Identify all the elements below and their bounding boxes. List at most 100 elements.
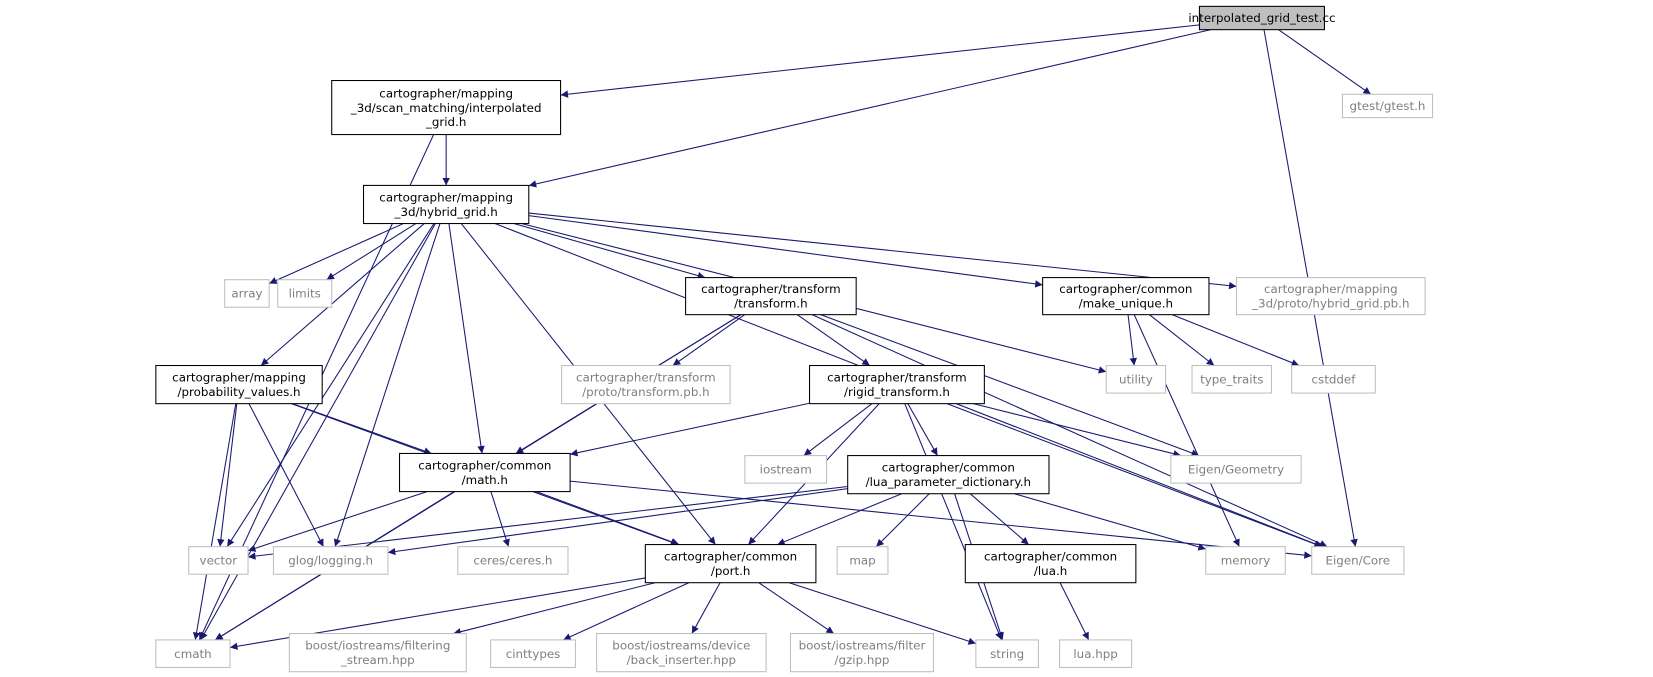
edge-hgrid-to-hgridpb xyxy=(528,212,1237,290)
node-hgrid[interactable]: cartographer/mapping_3d/hybrid_grid.h xyxy=(362,184,530,225)
node-eigencore[interactable]: Eigen/Core xyxy=(1311,546,1405,575)
node-label: ceres/ceres.h xyxy=(473,554,552,568)
node-igrid[interactable]: cartographer/mapping_3d/scan_matching/in… xyxy=(331,79,562,136)
node-box xyxy=(1105,364,1167,394)
node-label: /transform.h xyxy=(734,297,807,311)
node-label: cinttypes xyxy=(506,647,561,661)
node-label: _3d/hybrid_grid.h xyxy=(394,205,498,219)
edge-make_unique-to-type_traits xyxy=(1149,314,1215,366)
node-label: boost/iostreams/filter xyxy=(799,639,926,653)
node-label: boost/iostreams/device xyxy=(612,639,750,653)
node-limits[interactable]: limits xyxy=(277,279,333,308)
node-rigid[interactable]: cartographer/transform/rigid_transform.h xyxy=(809,364,985,405)
node-transformpb[interactable]: cartographer/transform/proto/transform.p… xyxy=(561,364,731,405)
node-eigengeo[interactable]: Eigen/Geometry xyxy=(1170,455,1302,484)
edge-rigid-to-eigencore xyxy=(946,403,1322,548)
node-utility[interactable]: utility xyxy=(1105,364,1167,394)
node-cmath[interactable]: cmath xyxy=(155,639,231,668)
edge-prob-to-cmath xyxy=(192,403,237,641)
node-ceres[interactable]: ceres/ceres.h xyxy=(457,546,569,575)
node-box xyxy=(1291,364,1376,394)
node-box xyxy=(1170,455,1302,484)
edge-hgrid-to-math xyxy=(448,223,485,454)
node-box xyxy=(964,544,1137,584)
edge-port-to-filtering xyxy=(453,582,656,636)
edge-luadict-to-lua xyxy=(969,493,1030,545)
node-label: boost/iostreams/filtering xyxy=(305,639,450,653)
node-luahpp[interactable]: lua.hpp xyxy=(1059,639,1133,668)
node-box xyxy=(1235,277,1426,316)
edge-hgrid-to-transform xyxy=(513,223,706,280)
node-test[interactable]: interpolated_grid_test.cc xyxy=(1188,5,1336,31)
edge-hgrid-to-array xyxy=(269,223,404,285)
node-label: cartographer/mapping xyxy=(1264,282,1398,296)
edge-transform-to-transformpb xyxy=(672,314,745,366)
node-box xyxy=(1341,93,1434,119)
node-make-unique[interactable]: cartographer/common/make_unique.h xyxy=(1042,277,1210,316)
edge-port-to-gzip xyxy=(758,582,835,635)
node-cstddef[interactable]: cstddef xyxy=(1291,364,1376,394)
node-box xyxy=(1198,5,1325,31)
node-memory[interactable]: memory xyxy=(1205,546,1286,575)
node-label: cartographer/common xyxy=(1059,282,1192,296)
node-label: map xyxy=(849,554,875,568)
node-box xyxy=(1042,277,1210,316)
node-label: /rigid_transform.h xyxy=(844,385,950,399)
edge-luadict-to-glog xyxy=(387,488,848,556)
node-box xyxy=(188,546,249,575)
node-prob[interactable]: cartographer/mapping/probability_values.… xyxy=(155,364,323,405)
edge-math-to-vector xyxy=(247,491,428,552)
node-type-traits[interactable]: type_traits xyxy=(1191,364,1273,394)
node-backins[interactable]: boost/iostreams/device/back_inserter.hpp xyxy=(596,633,767,673)
node-box xyxy=(155,364,323,405)
edge-hgrid-to-make_unique xyxy=(528,215,1043,288)
node-label: _3d/scan_matching/interpolated xyxy=(350,101,542,115)
node-label: Eigen/Core xyxy=(1326,554,1391,568)
node-label: /make_unique.h xyxy=(1079,297,1173,311)
node-array[interactable]: array xyxy=(224,279,270,308)
node-label: cartographer/common xyxy=(418,459,551,473)
node-box xyxy=(277,279,333,308)
edge-prob-to-vector xyxy=(217,403,238,547)
node-label: cartographer/common xyxy=(984,550,1117,564)
node-lua[interactable]: cartographer/common/lua.h xyxy=(964,544,1137,584)
node-map[interactable]: map xyxy=(836,546,889,575)
node-label: type_traits xyxy=(1200,373,1263,387)
node-cinttypes[interactable]: cinttypes xyxy=(490,639,576,668)
node-label: interpolated_grid_test.cc xyxy=(1188,11,1335,25)
node-hgridpb[interactable]: cartographer/mapping_3d/proto/hybrid_gri… xyxy=(1235,277,1426,316)
node-box xyxy=(362,184,530,225)
edge-port-to-string xyxy=(789,582,977,645)
node-port[interactable]: cartographer/common/port.h xyxy=(644,544,817,584)
node-math[interactable]: cartographer/common/math.h xyxy=(399,452,571,493)
edge-transform-to-rigid xyxy=(796,314,871,366)
node-string[interactable]: string xyxy=(975,639,1039,668)
edge-rigid-to-iostream xyxy=(803,403,873,456)
node-glog[interactable]: glog/logging.h xyxy=(272,546,389,575)
node-label: cartographer/common xyxy=(882,461,1015,475)
edge-luadict-to-map xyxy=(875,493,930,548)
node-luadict[interactable]: cartographer/common/lua_parameter_dictio… xyxy=(847,455,1050,495)
node-label: cartographer/mapping xyxy=(379,191,513,205)
node-label: utility xyxy=(1119,373,1153,387)
node-label: /lua_parameter_dictionary.h xyxy=(866,475,1031,489)
node-transform[interactable]: cartographer/transform/transform.h xyxy=(685,277,857,316)
edge-luadict-to-vector xyxy=(247,485,848,560)
edge-hgrid-to-glog xyxy=(333,223,441,547)
node-box xyxy=(847,455,1050,495)
node-label: array xyxy=(231,287,262,301)
node-label: _grid.h xyxy=(425,115,466,129)
node-iostream[interactable]: iostream xyxy=(744,455,828,484)
edge-port-to-backins xyxy=(691,582,721,634)
node-label: cartographer/transform xyxy=(576,371,716,385)
node-gzip[interactable]: boost/iostreams/filter/gzip.hpp xyxy=(789,633,935,673)
node-box xyxy=(596,633,767,673)
node-label: gtest/gtest.h xyxy=(1350,99,1426,113)
node-gtest[interactable]: gtest/gtest.h xyxy=(1341,93,1434,119)
node-box xyxy=(399,452,571,493)
node-vector[interactable]: vector xyxy=(188,546,249,575)
node-box xyxy=(836,546,889,575)
edge-hgrid-to-vector xyxy=(226,223,435,547)
node-label: Eigen/Geometry xyxy=(1188,463,1284,477)
node-filtering[interactable]: boost/iostreams/filtering_stream.hpp xyxy=(288,633,467,673)
